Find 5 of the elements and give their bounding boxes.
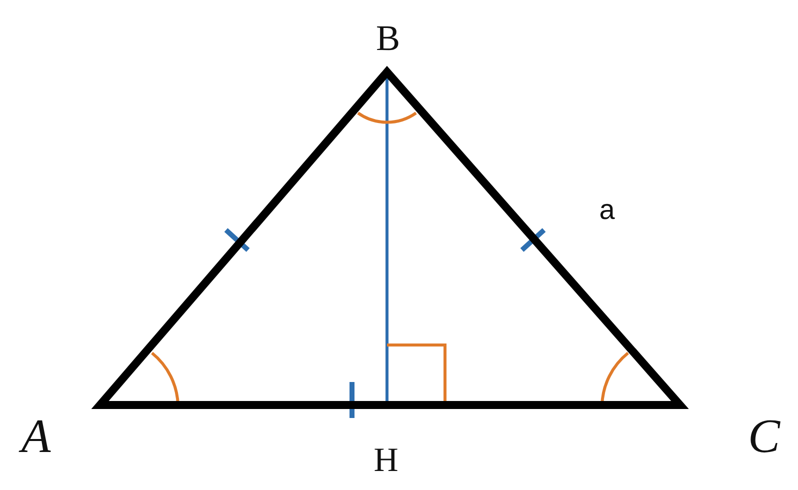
vertex-label: A xyxy=(21,413,51,461)
vertex-label: B xyxy=(376,20,400,56)
side-label: a xyxy=(599,196,615,224)
vertex-label: C xyxy=(748,413,780,461)
foot-label: H xyxy=(374,444,398,478)
